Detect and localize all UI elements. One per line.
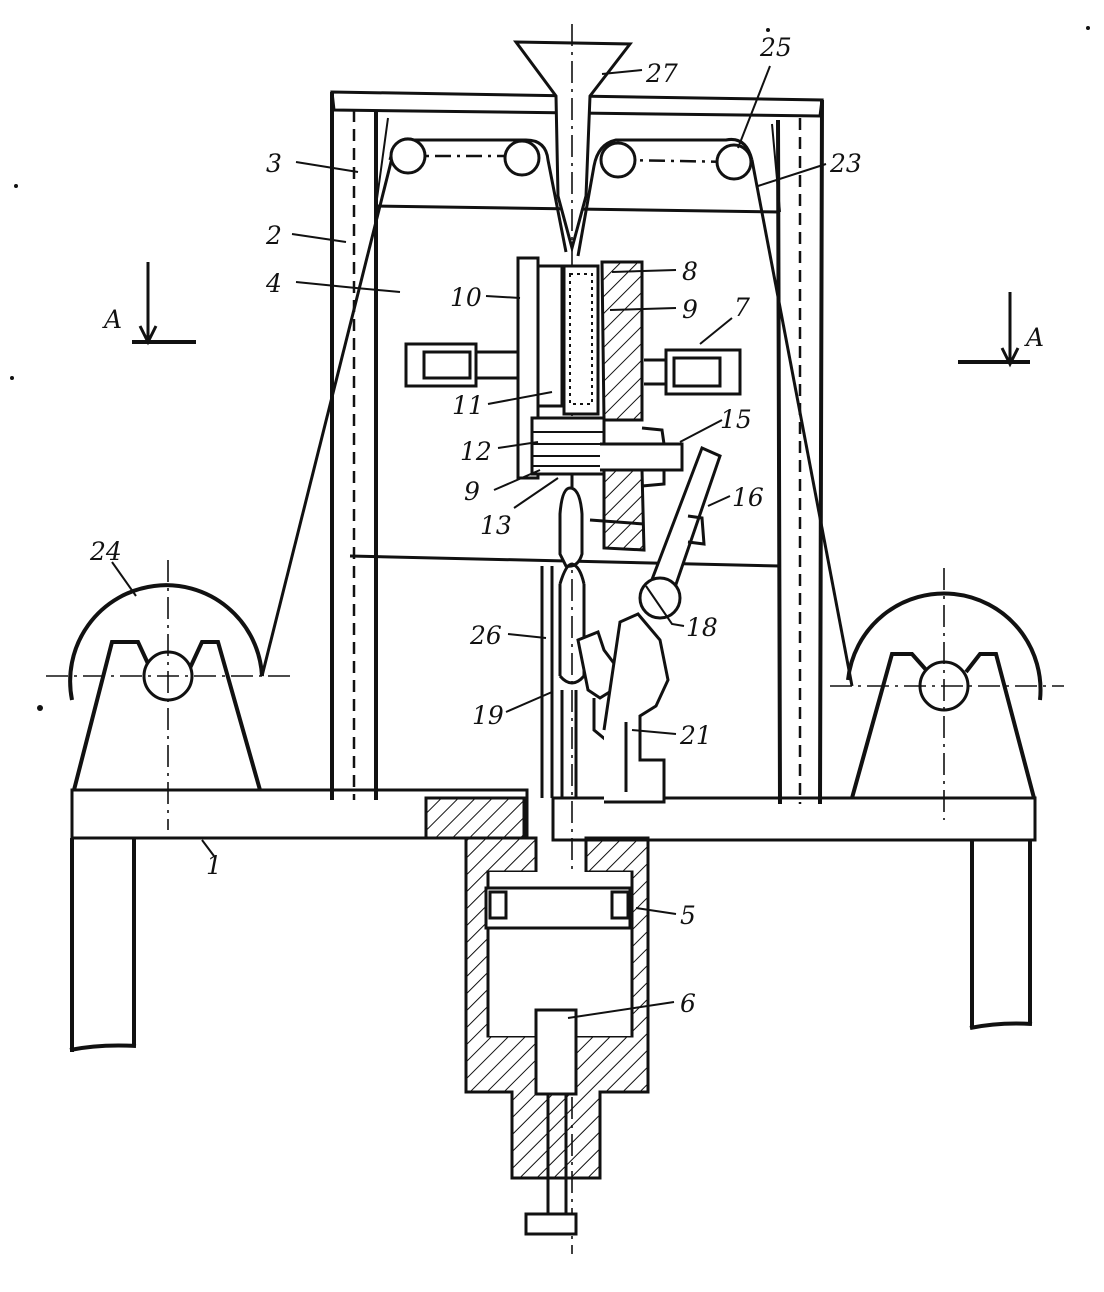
label-9-upper: 9 <box>682 295 698 324</box>
section-label-left: A <box>102 305 122 334</box>
label-12: 12 <box>460 437 492 466</box>
label-23: 23 <box>829 149 862 178</box>
label-19: 19 <box>472 701 504 730</box>
label-7: 7 <box>734 293 750 322</box>
section-mark-right <box>958 292 1030 368</box>
roller-right <box>830 568 1064 820</box>
belts <box>260 137 854 687</box>
label-18: 18 <box>686 613 718 642</box>
label-1: 1 <box>206 851 222 880</box>
label-13: 13 <box>480 511 512 540</box>
label-8: 8 <box>682 257 698 286</box>
hopper <box>512 24 634 1254</box>
die-assembly <box>516 256 684 552</box>
label-4: 4 <box>265 269 282 298</box>
label-10: 10 <box>450 283 482 312</box>
label-15: 15 <box>720 405 752 434</box>
label-25: 25 <box>759 33 792 62</box>
label-16: 16 <box>732 483 764 512</box>
label-2: 2 <box>265 221 282 250</box>
label-11: 11 <box>452 391 484 420</box>
label-24: 24 <box>89 537 122 566</box>
section-mark-left <box>132 262 196 346</box>
roller-left <box>46 560 296 830</box>
cylinder-5 <box>464 836 650 1236</box>
section-label-right: A <box>1024 323 1044 352</box>
scan-specks <box>10 26 1090 711</box>
part-labels: 1 2 3 4 5 6 7 8 9 9 10 11 12 13 15 16 18… <box>89 33 1044 1018</box>
label-21: 21 <box>679 721 712 750</box>
label-3: 3 <box>266 149 282 178</box>
leader-lines <box>111 65 827 1019</box>
lever-mechanism <box>576 445 722 804</box>
label-9-lower: 9 <box>464 477 480 506</box>
label-5: 5 <box>680 901 696 930</box>
ejector-rod <box>540 486 586 798</box>
label-26: 26 <box>469 621 502 650</box>
base-plate <box>69 788 1037 1052</box>
cylinders-7 <box>404 342 742 396</box>
label-6: 6 <box>680 989 696 1018</box>
label-27: 27 <box>645 59 678 88</box>
